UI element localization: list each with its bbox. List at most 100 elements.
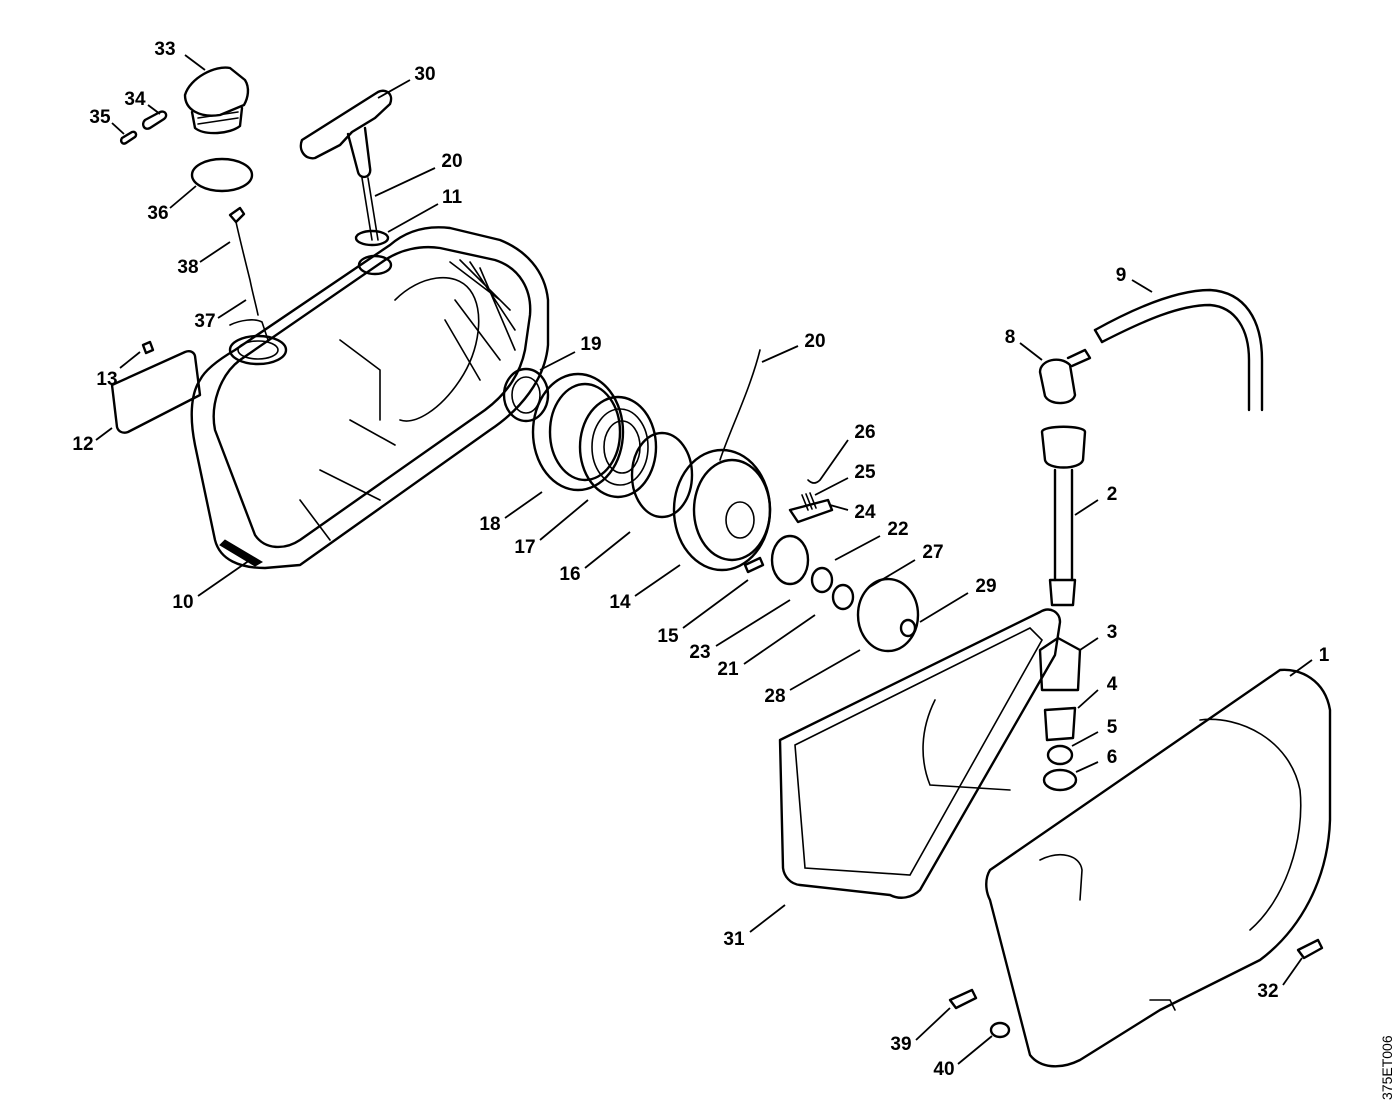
drawing-code: 375ET006 [1379, 1035, 1395, 1100]
callout-21: 21 [717, 659, 739, 680]
callout-23: 23 [689, 642, 710, 663]
callout-35: 35 [89, 107, 111, 128]
part-19-bushing [502, 367, 550, 423]
leader-line-32 [1282, 957, 1303, 986]
callout-31: 31 [723, 929, 745, 950]
part-2-suction-hose [1040, 425, 1087, 607]
callout-33: 33 [154, 39, 175, 60]
leader-line-12 [95, 427, 113, 441]
callout-3: 3 [1107, 622, 1118, 643]
part-26-spring-clip [807, 479, 821, 484]
callout-16: 16 [559, 564, 580, 585]
callout-32: 32 [1257, 981, 1278, 1002]
part-39-screw [948, 988, 978, 1010]
callout-13: 13 [96, 369, 117, 390]
callout-4: 4 [1107, 674, 1118, 695]
leader-line-8 [1019, 342, 1043, 361]
part-5-ball [1046, 744, 1074, 766]
callout-19: 19 [580, 334, 601, 355]
callout-15: 15 [657, 626, 679, 647]
part-40-washer [989, 1021, 1011, 1039]
callout-29: 29 [975, 576, 996, 597]
part-32-screw [1296, 938, 1324, 960]
leader-line-35 [111, 122, 125, 135]
callout-6: 6 [1107, 747, 1118, 768]
part-13-screw [141, 340, 155, 355]
leader-line-2 [1074, 499, 1099, 516]
leader-line-26 [819, 439, 849, 481]
leader-line-38 [199, 241, 231, 263]
part-18-spring-housing [531, 372, 625, 492]
part-9-fuel-hose [1093, 288, 1264, 412]
callout-30: 30 [414, 64, 435, 85]
callout-leaders [95, 54, 1313, 1065]
callout-14: 14 [609, 592, 631, 613]
part-16-washer [630, 431, 694, 519]
callout-2: 2 [1107, 484, 1118, 505]
leader-line-21 [743, 614, 816, 665]
leader-line-15 [682, 579, 749, 629]
leader-line-20 [761, 345, 799, 363]
callout-39: 39 [890, 1034, 911, 1055]
part-8-fitting [1038, 348, 1092, 405]
callout-9: 9 [1116, 265, 1127, 286]
callout-28: 28 [764, 686, 785, 707]
leader-line-30 [377, 79, 411, 99]
part-28-cover-disk [856, 577, 920, 653]
callout-5: 5 [1107, 717, 1118, 738]
leader-line-25 [814, 477, 849, 496]
callout-8: 8 [1005, 327, 1016, 348]
part-33-cap [183, 66, 250, 135]
part-20-rope-middle [719, 349, 761, 461]
part-24-pawl [788, 498, 834, 524]
part-10-fan-housing [190, 226, 550, 570]
leader-line-4 [1077, 689, 1099, 709]
leader-line-9 [1131, 279, 1153, 293]
leader-line-37 [217, 299, 247, 319]
callout-22: 22 [887, 519, 908, 540]
part-22-washer [810, 566, 834, 594]
leader-line-14 [634, 564, 681, 597]
part-15-pin [743, 556, 765, 574]
part-38-chain-clip [228, 206, 269, 341]
callout-11: 11 [442, 187, 463, 208]
callout-24: 24 [854, 502, 876, 523]
leader-line-34 [147, 104, 161, 115]
callout-27: 27 [922, 542, 943, 563]
leader-line-18 [504, 491, 543, 519]
leader-line-19 [539, 351, 576, 371]
leader-line-27 [867, 559, 916, 589]
callout-1: 1 [1319, 645, 1330, 666]
callout-17: 17 [514, 537, 535, 558]
part-3-pickup-body [1038, 636, 1082, 692]
leader-line-6 [1075, 761, 1099, 773]
part-23-brake-spring [770, 534, 810, 586]
leader-line-5 [1071, 731, 1099, 747]
leader-line-11 [387, 203, 439, 233]
part-35-pin [120, 130, 138, 145]
callout-26: 26 [854, 422, 875, 443]
leader-line-16 [584, 531, 631, 569]
callout-12: 12 [72, 434, 93, 455]
leader-line-33 [184, 54, 206, 71]
callout-25: 25 [854, 462, 876, 483]
leader-line-20 [374, 167, 436, 197]
part-34-pin [142, 110, 168, 130]
leader-line-22 [834, 535, 881, 561]
leader-line-40 [957, 1035, 993, 1065]
callout-10: 10 [172, 592, 193, 613]
callout-18: 18 [479, 514, 500, 535]
part-14-rope-rotor [672, 448, 772, 572]
part-31-gasket [778, 608, 1062, 899]
leader-line-24 [829, 504, 849, 511]
callout-20: 20 [804, 331, 825, 352]
leader-line-17 [539, 499, 589, 541]
part-6-seat [1042, 768, 1078, 792]
leader-line-36 [169, 185, 197, 209]
callout-37: 37 [194, 311, 215, 332]
part-20-rope-upper [361, 177, 379, 241]
leader-line-31 [749, 904, 786, 933]
part-29-clip [899, 618, 917, 638]
